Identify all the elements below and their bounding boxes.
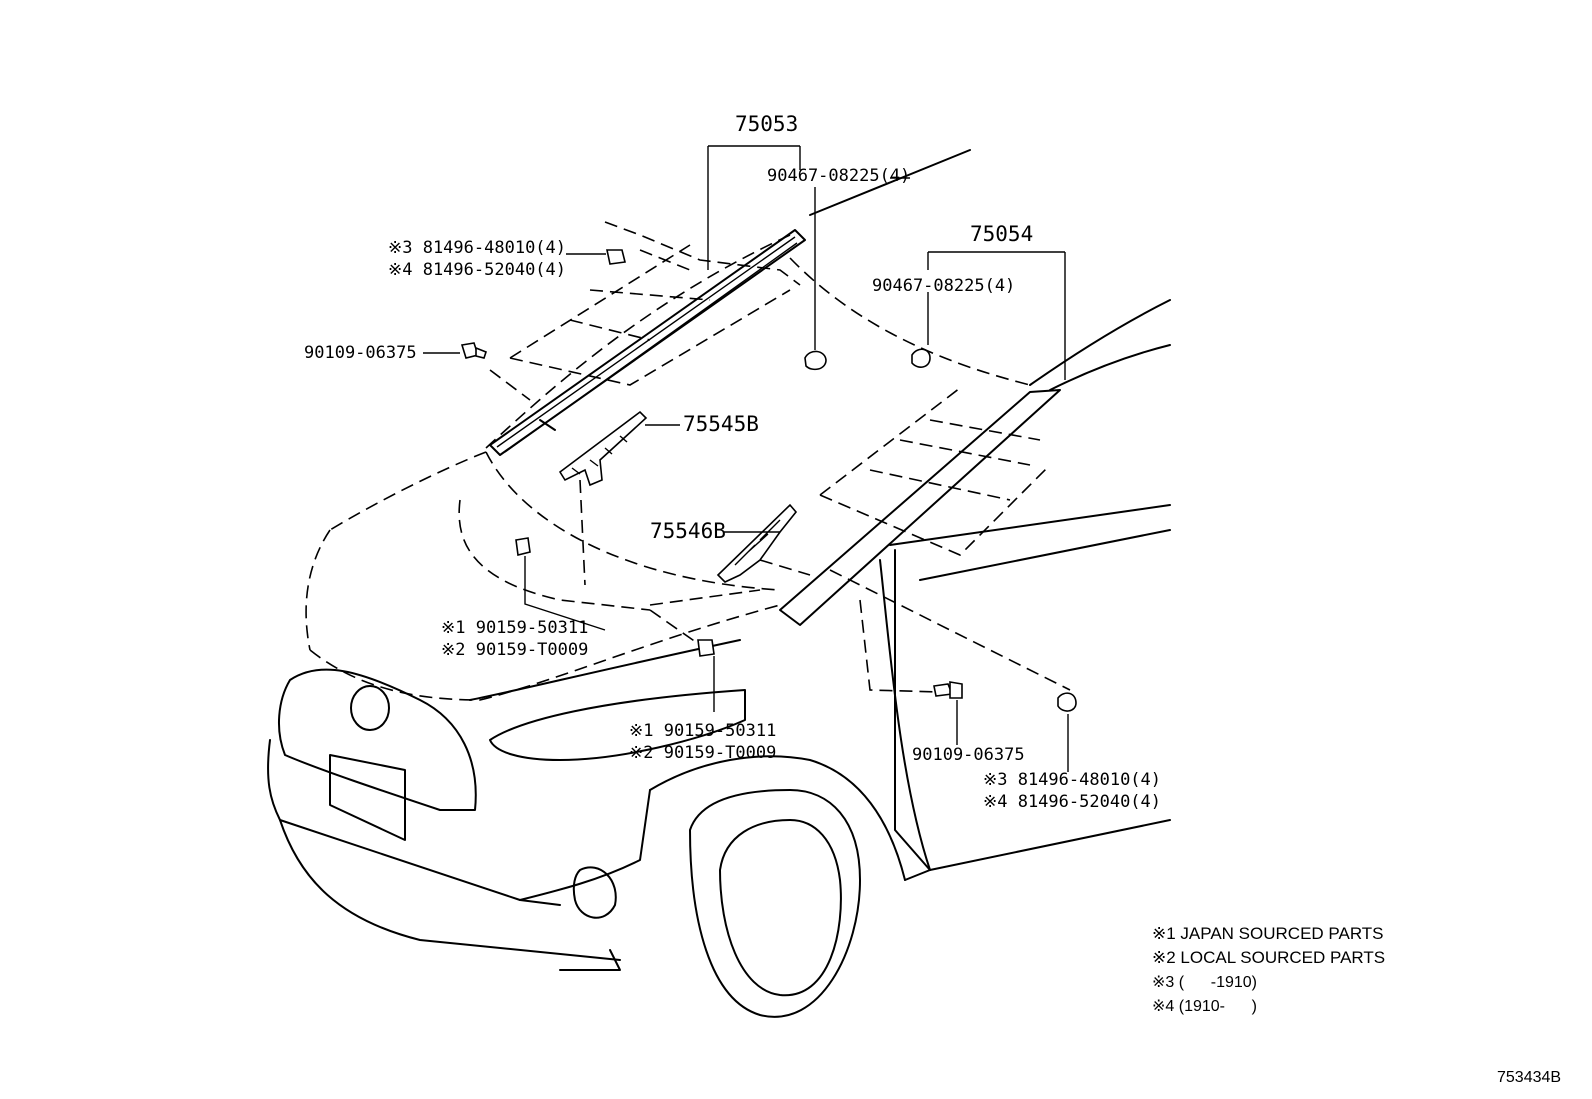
callout-90109-left: 90109-06375 <box>304 343 417 363</box>
legend-note-1: ※1 JAPAN SOURCED PARTS <box>1152 924 1384 943</box>
legend-note-3: ※3 ( -1910) <box>1152 974 1257 991</box>
callout-90159-a-2: ※2 90159-T0009 <box>441 640 589 660</box>
callout-90159-b-1: ※1 90159-50311 <box>629 721 777 741</box>
drawing-id: 753434B <box>1497 1069 1562 1086</box>
windshield-moulding-75053 <box>489 229 806 456</box>
callout-81496-bottom-3: ※3 81496-48010(4) <box>983 770 1162 790</box>
callout-81496-top-4: ※4 81496-52040(4) <box>388 260 567 280</box>
legend-note-2: ※2 LOCAL SOURCED PARTS <box>1152 948 1386 967</box>
callout-90159-b-2: ※2 90159-T0009 <box>629 743 777 763</box>
car-body-outline <box>267 149 1171 1018</box>
legend-note-4: ※4 (1910- ) <box>1152 998 1257 1015</box>
callout-81496-bottom-4: ※4 81496-52040(4) <box>983 792 1162 812</box>
callout-90467-right: 90467-08225(4) <box>872 276 1016 296</box>
callout-75546b: 75546B <box>650 519 726 543</box>
callout-75054: 75054 <box>970 222 1034 246</box>
fasteners <box>460 249 1077 712</box>
callout-90467-top: 90467-08225(4) <box>767 166 911 186</box>
callout-90159-a-1: ※1 90159-50311 <box>441 618 589 638</box>
installation-dashed-lines <box>489 221 1071 693</box>
callout-90109-right: 90109-06375 <box>912 745 1025 765</box>
callout-leaders <box>423 145 1069 772</box>
callout-75053: 75053 <box>735 112 799 136</box>
bracket-75546b <box>716 503 798 583</box>
bracket-75545b <box>558 410 648 487</box>
callout-81496-top-3: ※3 81496-48010(4) <box>388 238 567 258</box>
callout-75545b: 75545B <box>683 412 759 436</box>
